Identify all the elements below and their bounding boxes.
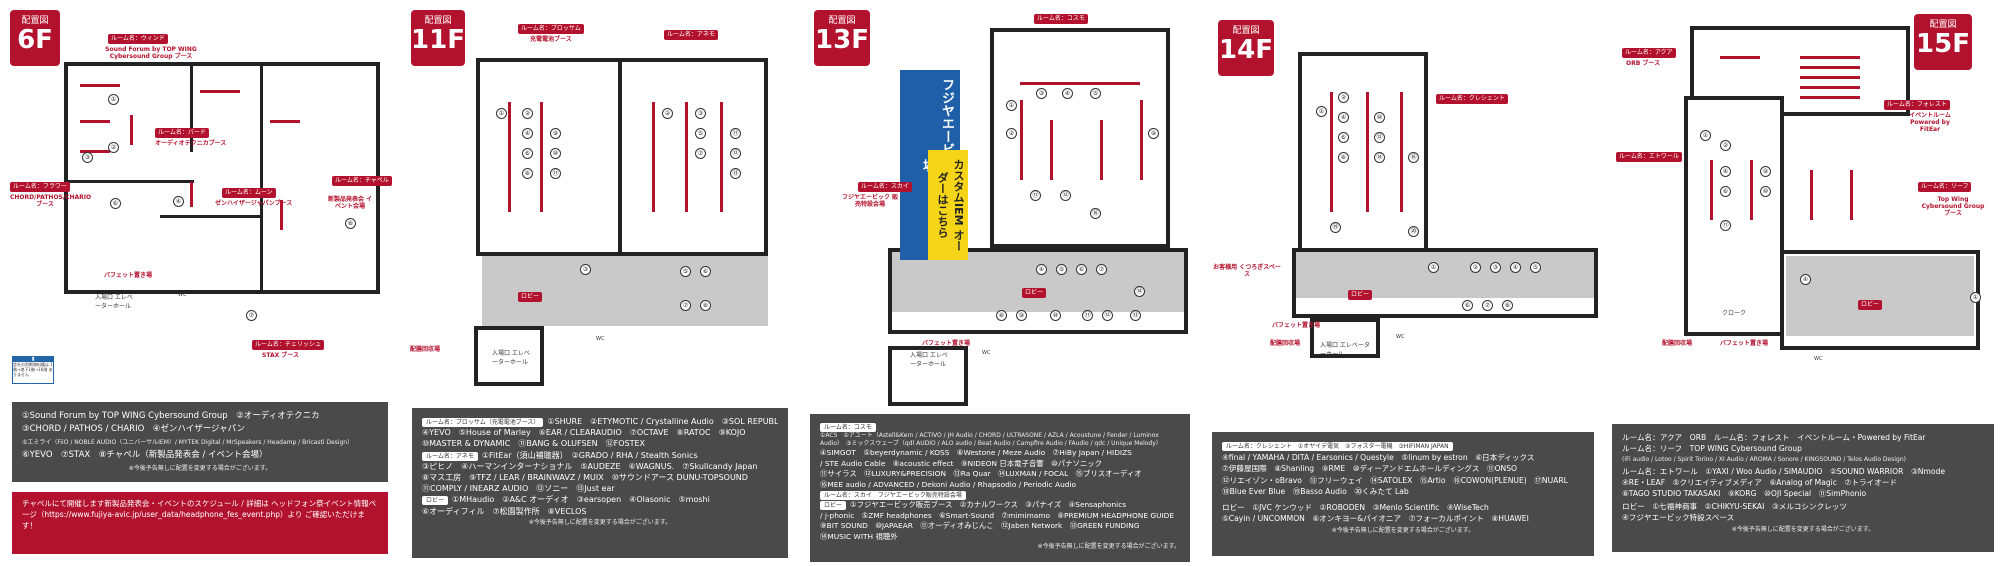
promo-iem-13f: カスタムIEM オーダーはこちら: [928, 150, 968, 260]
lobby-14f: [1296, 252, 1594, 298]
floor-badge-6f: 配置図 6F: [10, 10, 60, 66]
lobby-11f: [482, 256, 768, 326]
room-tag-crescent: ルーム名：クレシェント: [1436, 94, 1508, 104]
floor-badge-13f: 配置図 13F: [814, 10, 870, 66]
lobby-tag-15f: ロビー: [1858, 300, 1883, 310]
elevator-icon: ⬍: [13, 357, 53, 363]
lobby-tag-14f: ロビー: [1348, 290, 1373, 300]
floor-badge-11f: 配置図 11F: [411, 10, 465, 66]
floor-badge-15f: 配置図 15F: [1914, 14, 1972, 70]
info-box-6f: ⬍ 会社の判断物料備は 1階→地下1階→16階 ありません: [12, 356, 54, 384]
floor-panel-13f: 配置図 13F フジヤエービック 特設販売会場 カスタムIEM オーダーはこちら…: [800, 0, 1200, 566]
room-tag-cosmo: ルーム名：コスモ: [1034, 14, 1088, 24]
legend-6f: ①Sound Forum by TOP WING Cybersound Grou…: [12, 402, 388, 482]
room-tag-flower: ルーム名：フラワー: [10, 182, 70, 192]
floor-panel-15f: 配置図 15F ① ② ④ ⑥ ⑨ ⑩ ⑪ ④ ① ロビー ルーム名：アクア O…: [1600, 0, 2000, 566]
room-tag-sky: ルーム名：スカイ: [858, 182, 912, 192]
room-tag-cherish: ルーム名：チェリッシュ: [252, 340, 324, 350]
legend-13f: ルーム名：コスモ ①ACS ②アユート（Astell&Kern / ACTIVO…: [810, 414, 1190, 562]
floor-panel-11f: 配置図 11F ロビー ① ② ④ ⑥ ⑧ ⑨ ⑩ ⑪ ② ③ ⑤ ⑦ ⑪ ⑫ …: [400, 0, 800, 566]
room-tag-blossom: ルーム名：ブロッサム: [518, 24, 584, 34]
legend-11f: ルーム名：ブロッサム（充電電池ブース）①SHURE ②ETYMOTIC / Cr…: [412, 408, 788, 558]
floor-panel-6f: 配置図 6F ① ② ③ ④ ⑥ ⑦ ⑧ ルーム名：ウィンド Sound For…: [0, 0, 400, 566]
event-note-6f: チャペルにて開催します新製品発表会・イベントのスケジュール / 詳細は ヘッドフ…: [12, 492, 388, 554]
floor-panel-14f: 配置図 14F ① ② ④ ⑥ ⑧ ⑩ ⑫ ⑭ ⑯ ⑳ ⑲ ② ③ ④ ⑤ ⑥ …: [1200, 0, 1600, 566]
room-tag-bird: ルーム名：バード: [155, 128, 209, 138]
legend-15f: ルーム名：アクア ORB ルーム名：フォレスト イベントルーム・Powered …: [1612, 424, 1994, 552]
room-tag-anemo: ルーム名：アネモ: [664, 30, 718, 40]
room-tag-leaf: ルーム名：リーフ: [1918, 182, 1972, 192]
lobby-tag-13f: ロビー: [1022, 288, 1047, 298]
lobby-15f: [1786, 256, 1974, 336]
floor-map-14f: [1298, 52, 1428, 252]
room-tag-wind: ルーム名：ウィンド: [108, 34, 168, 44]
legend-14f: ルーム名：クレシェント ①オヤイデ電気 ②フォスター電機 ③HIFIMAN JA…: [1212, 432, 1594, 556]
room-tag-chapel: ルーム名：チャペル: [332, 176, 392, 186]
room-tag-moon: ルーム名：ムーン: [222, 188, 276, 198]
room-tag-aqua: ルーム名：アクア: [1622, 48, 1676, 58]
room-tag-forest: ルーム名：フォレスト: [1884, 100, 1950, 110]
lobby-tag-11f: ロビー: [518, 292, 543, 302]
lobby-13f: [892, 252, 1184, 312]
room-tag-etoile: ルーム名：エトワール: [1616, 152, 1682, 162]
floor-badge-14f: 配置図 14F: [1218, 20, 1274, 76]
